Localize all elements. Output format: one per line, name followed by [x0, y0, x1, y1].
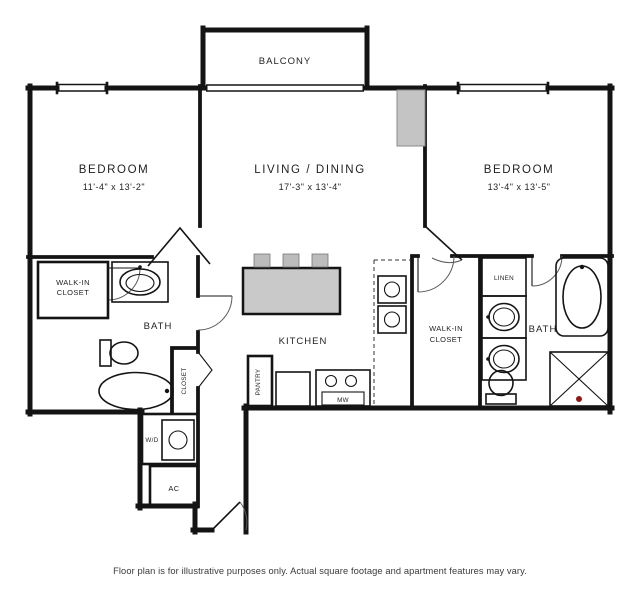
bathtub-right: [555, 257, 609, 337]
entry-door: [211, 501, 241, 531]
living-dining-label: LIVING / DINING: [254, 164, 366, 176]
washer-drum-icon: [168, 430, 188, 450]
faucet-dot: [486, 315, 490, 319]
range-stove: [315, 369, 371, 407]
microwave-label: MW: [337, 397, 349, 404]
bathtub-left: [98, 371, 174, 411]
bath-right-label: BATH: [529, 324, 558, 335]
labels: BALCONY BEDROOM 11'-4" x 13'-2" LIVING /…: [56, 56, 558, 576]
sink-left-icon: [119, 268, 161, 296]
bath-left-label: BATH: [144, 321, 173, 332]
bedroom-right-window: [458, 83, 548, 92]
utility-closets: [140, 412, 200, 508]
burner-icon: [344, 374, 358, 388]
walk-in-right-label-line2: CLOSET: [430, 335, 462, 344]
structural-column: [396, 89, 426, 147]
walk-in-left-label-line1: WALK-IN: [56, 278, 90, 287]
kitchen-label: KITCHEN: [279, 336, 328, 347]
faucet-dot: [138, 265, 142, 269]
bedroom-left-double-door: [147, 226, 211, 267]
bedroom-left-window: [57, 83, 107, 92]
walk-in-closet-left-box: [36, 260, 110, 320]
shower: [549, 351, 609, 407]
microwave-box: [321, 391, 365, 406]
bar-stool: [253, 253, 271, 268]
pantry-box: [246, 354, 274, 408]
bedroom-left-dims: 11'-4" x 13'-2": [83, 182, 145, 192]
bath-right-fixtures: [481, 257, 609, 407]
ac-label: AC: [168, 484, 179, 493]
hall-closet-bifold-door: [197, 351, 213, 389]
walk-in-left-label-line2: CLOSET: [57, 288, 89, 297]
bar-stool: [311, 253, 329, 268]
bath-left-fixtures: [36, 260, 174, 411]
toilet-right-tank: [485, 393, 517, 405]
pantry-label: PANTRY: [255, 368, 262, 395]
balcony-label: BALCONY: [259, 56, 311, 67]
doors: [107, 225, 563, 531]
tub-faucet-dot: [164, 388, 170, 394]
living-dining-dims: 17'-3" x 13'-4": [279, 182, 342, 192]
dishwasher: [275, 371, 311, 407]
faucet-dot: [486, 357, 490, 361]
washer-dryer-label: W/D: [145, 437, 158, 444]
kitchen-sink-basin: [377, 275, 407, 304]
shower-x-icon: [549, 351, 609, 407]
balcony-walls: [200, 25, 370, 92]
bar-stool: [282, 253, 300, 268]
toilet-left-bowl: [109, 341, 139, 365]
linen-label: LINEN: [494, 275, 514, 282]
kitchen-fixtures: [241, 253, 410, 408]
tub-faucet-dot: [579, 264, 585, 270]
vanity-left: [111, 261, 169, 303]
disclaimer-text: Floor plan is for illustrative purposes …: [113, 566, 527, 576]
closet-label: CLOSET: [181, 368, 188, 395]
balcony-sliding-door: [206, 84, 364, 92]
bedroom-right-dims: 13'-4" x 13'-5": [488, 182, 551, 192]
windows: [55, 81, 550, 95]
shower-drain-dot: [576, 396, 582, 402]
bedroom-right-label: BEDROOM: [484, 164, 555, 176]
vanity-right-2: [481, 337, 527, 381]
toilet-right-bowl: [488, 369, 514, 397]
kitchen-island: [241, 266, 342, 316]
bedroom-left-label: BEDROOM: [79, 164, 150, 176]
washer-dryer-unit: [161, 419, 195, 461]
counter-edge-dashed: [373, 259, 410, 404]
bedroom-right-door: [424, 225, 463, 261]
ac-closet-box: [148, 464, 200, 508]
walk-in-right-label-line1: WALK-IN: [429, 324, 463, 333]
burner-icon: [324, 374, 338, 388]
toilet-left-tank: [99, 339, 112, 367]
kitchen-sink-basin: [377, 305, 407, 334]
washer-dryer-closet: [140, 412, 200, 466]
